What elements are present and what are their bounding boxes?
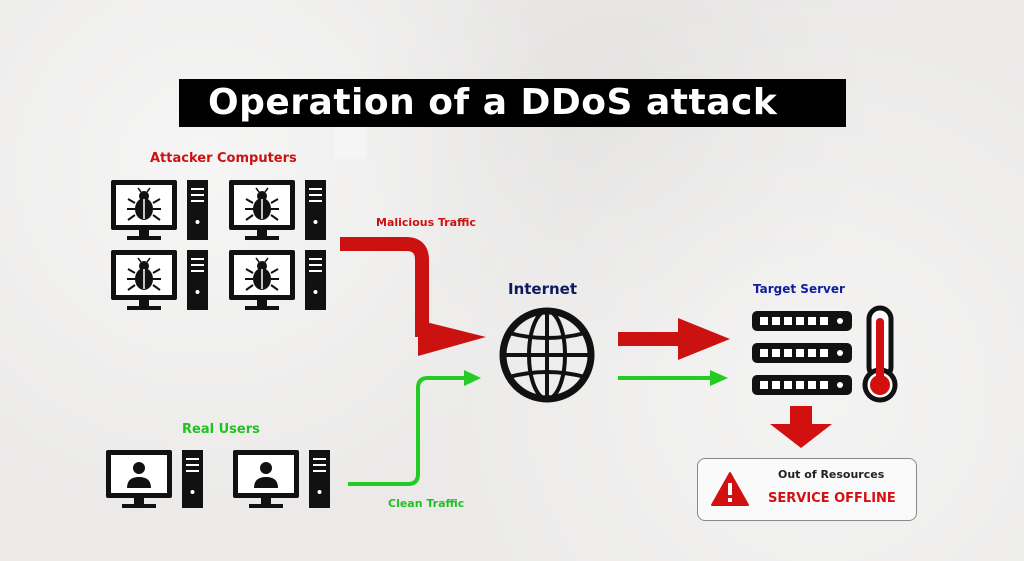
- real-users-label: Real Users: [182, 422, 260, 437]
- thermometer-icon: [862, 305, 898, 403]
- forwarded-malicious-arrow: [618, 318, 730, 360]
- clean-traffic-arrow: [348, 370, 481, 486]
- malicious-traffic-arrow: [340, 237, 486, 356]
- out-of-resources-text: Out of Resources: [778, 468, 885, 481]
- internet-label: Internet: [508, 280, 578, 298]
- warning-icon: [711, 472, 749, 506]
- forwarded-clean-arrow: [618, 370, 728, 386]
- title-banner: [179, 79, 846, 127]
- attacker-computer-icon: [110, 179, 209, 241]
- attacker-computer-icon: [110, 249, 209, 311]
- diagram-title: Operation of a DDoS attack: [208, 82, 778, 123]
- attacker-computer-icon: [228, 249, 327, 311]
- server-rack-icon: [752, 311, 852, 395]
- attacker-computer-icon: [228, 179, 327, 241]
- user-computer-icon: [106, 450, 203, 508]
- title-banner-tab: [334, 127, 366, 159]
- overload-down-arrow: [770, 406, 832, 448]
- globe-icon: [499, 307, 595, 403]
- malicious-traffic-label: Malicious Traffic: [376, 216, 476, 229]
- clean-traffic-label: Clean Traffic: [388, 497, 465, 510]
- service-status-box: Out of Resources SERVICE OFFLINE: [697, 458, 917, 521]
- service-offline-text: SERVICE OFFLINE: [768, 491, 896, 506]
- user-computer-icon: [233, 450, 330, 508]
- attacker-computers-label: Attacker Computers: [150, 151, 297, 166]
- target-server-label: Target Server: [753, 282, 845, 296]
